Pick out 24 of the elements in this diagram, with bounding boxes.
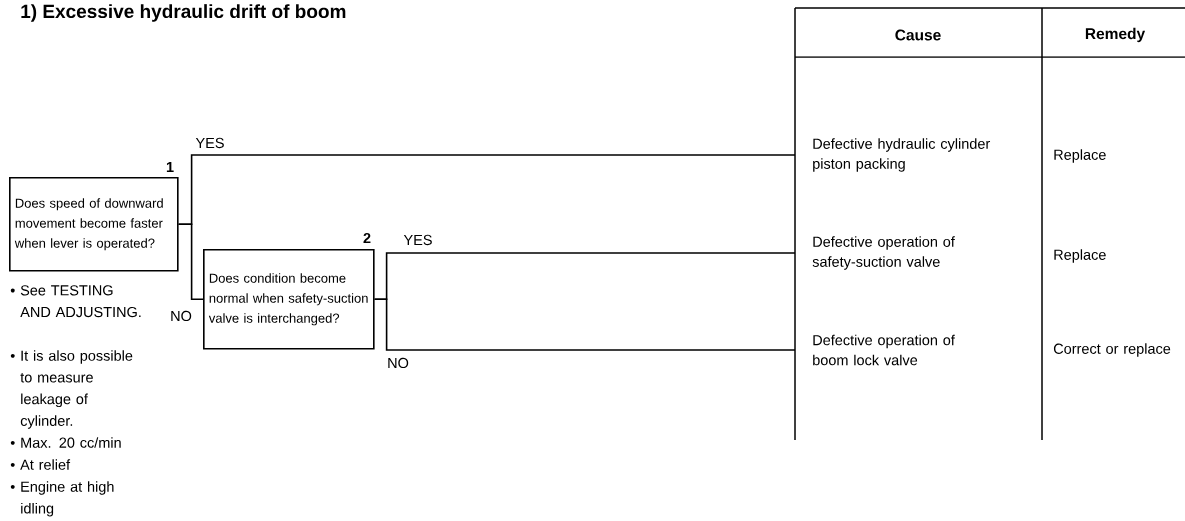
cause-text: Defective hydraulic cylinder piston packing — [813, 138, 991, 172]
cause-text: Defective operation of boom lock valve — [813, 334, 955, 366]
title: 1) Excessive hydraulic drift of boom — [21, 4, 346, 22]
question-box: Does speed of downward movement become faster when lever is operated? — [9, 177, 179, 272]
bullet-note: • At relief — [10, 459, 71, 470]
bullet-note: • It is also possible to measure leakage of cylinder. — [10, 350, 133, 429]
remedy-text: Correct or replace — [1053, 343, 1171, 357]
step-number: 2 — [363, 232, 371, 244]
column-header: Remedy — [1085, 27, 1146, 43]
edge-label: NO — [386, 356, 410, 370]
connector-line — [177, 223, 204, 301]
question-box: Does condition become normal when safety-suction valve is interchanged? — [203, 249, 375, 350]
bullet-note: • Engine at high idling — [10, 481, 114, 517]
column-header: Cause — [895, 29, 941, 41]
remedy-text: Replace — [1054, 249, 1106, 263]
edge-label: NO — [169, 309, 193, 323]
connector-line — [373, 298, 796, 351]
bullet-note: • Max. 20 cc/min — [10, 437, 121, 448]
remedy-text: Replace — [1054, 149, 1106, 163]
edge-label: YES — [194, 136, 226, 150]
bullet-note: • See TESTING AND ADJUSTING. — [10, 285, 141, 318]
edge-label: YES — [402, 233, 434, 247]
step-number: 1 — [166, 162, 174, 172]
cause-text: Defective operation of safety-suction valve — [812, 236, 955, 270]
